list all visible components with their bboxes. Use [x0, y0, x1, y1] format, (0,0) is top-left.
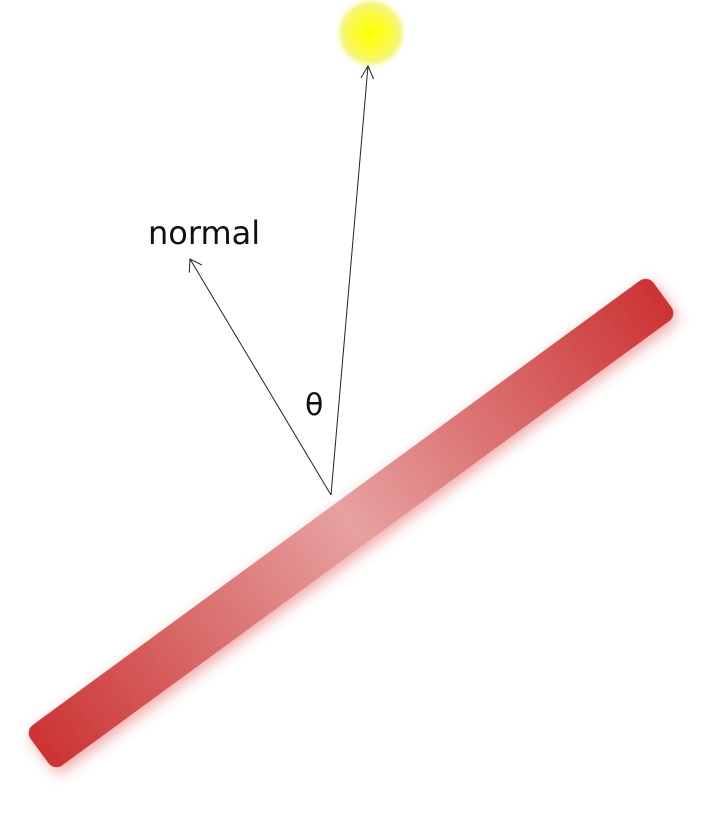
surface-slab — [28, 278, 674, 768]
sun-icon — [339, 1, 403, 65]
angle-label: θ — [305, 388, 323, 423]
light-ray-arrow — [330, 64, 375, 496]
normal-label: normal — [148, 214, 260, 252]
normal-arrow — [188, 258, 332, 496]
